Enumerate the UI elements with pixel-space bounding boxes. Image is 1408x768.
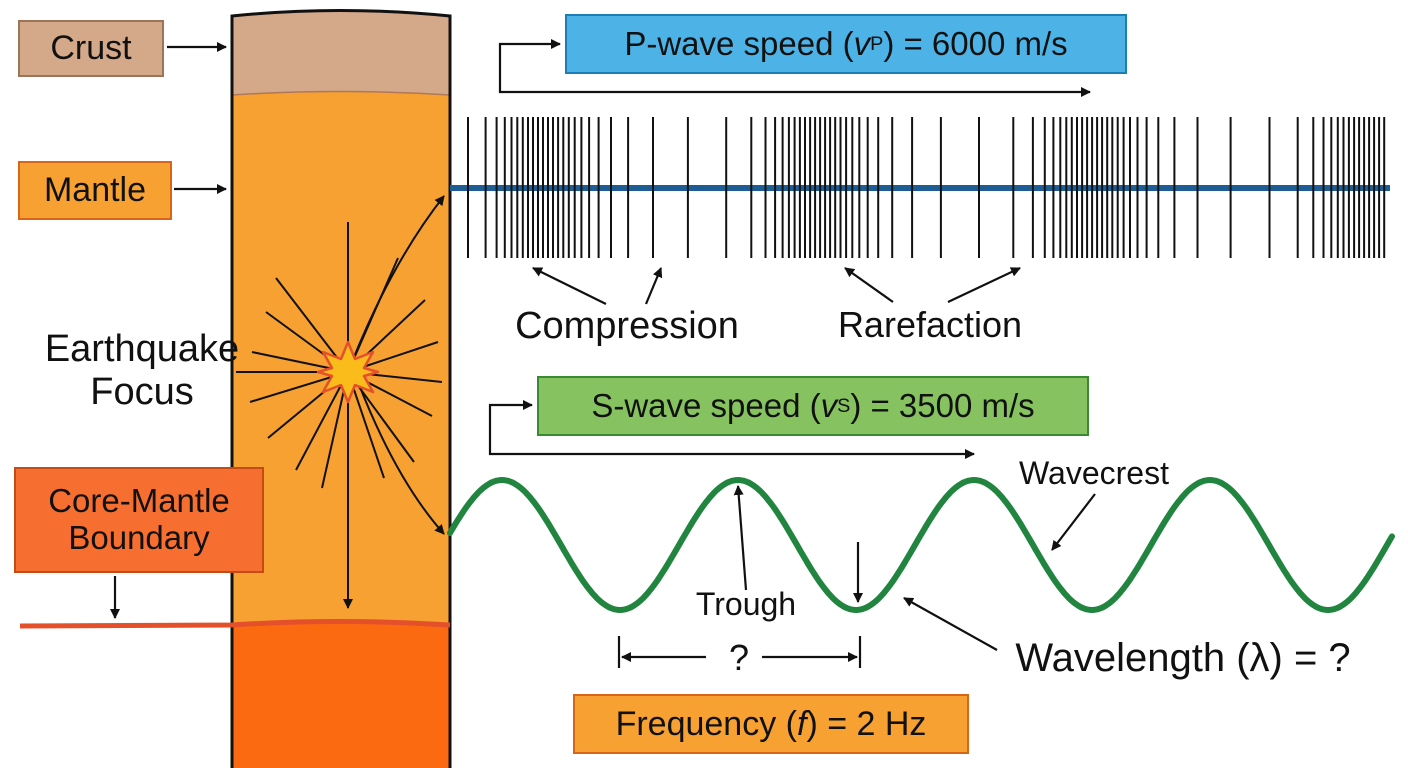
p-wave-prefix: P-wave speed (: [624, 24, 854, 62]
focus-label-line-2: Focus: [90, 371, 194, 413]
s-wave-symbol: v: [820, 386, 838, 424]
frequency-suffix: ) = 2 Hz: [806, 704, 927, 743]
focus-label-line-1: Earthquake: [44, 328, 240, 371]
core-mantle-boundary-line: [19, 619, 451, 629]
core-mantle-boundary-label: Core-Mantle Boundary: [14, 467, 264, 573]
earthquake-focus-label: Earthquake Focus: [22, 326, 262, 416]
wavelength-dimension: [617, 636, 862, 668]
frequency-label: Frequency (f) = 2 Hz: [573, 694, 969, 754]
frequency-symbol: f: [796, 704, 807, 743]
wavelength-question-mark: ?: [728, 636, 750, 678]
p-wave-lines: [467, 117, 1386, 258]
crust-layer: [232, 10, 450, 95]
focus-star-icon: [316, 340, 380, 404]
mantle-label: Mantle: [18, 161, 172, 220]
core-layer: [232, 621, 450, 768]
compression-label: Compression: [515, 304, 739, 347]
s-wave-label-arrows: [733, 485, 1096, 651]
column-outline: [230, 9, 452, 768]
p-wave-suffix: ) = 6000 m/s: [883, 24, 1068, 62]
s-wave-suffix: ) = 3500 m/s: [850, 386, 1035, 424]
crust-mantle-boundary-line: [231, 90, 451, 96]
p-wave-direction-arrow: [498, 39, 1091, 97]
cmb-label-line-2: Boundary: [68, 519, 210, 556]
wavecrest-label: Wavecrest: [1019, 455, 1169, 492]
layer-arrows: [110, 42, 227, 619]
trough-label: Trough: [695, 586, 797, 623]
frequency-prefix: Frequency (: [615, 704, 797, 743]
cmb-label-line-1: Core-Mantle: [48, 482, 230, 520]
crust-label: Crust: [18, 20, 164, 77]
s-wave-subscript: S: [837, 394, 851, 417]
p-wave-subscript: P: [870, 32, 884, 55]
earth-column: [230, 9, 452, 768]
wavelength-label: Wavelength (λ) = ?: [1015, 635, 1351, 680]
s-wave-direction-arrow: [488, 400, 975, 459]
p-wave-symbol: v: [853, 24, 871, 62]
s-wave-curve: [447, 476, 1395, 614]
p-wave-label-arrows: [532, 267, 1021, 305]
rarefaction-label: Rarefaction: [837, 303, 1023, 345]
s-wave-prefix: S-wave speed (: [591, 386, 821, 424]
